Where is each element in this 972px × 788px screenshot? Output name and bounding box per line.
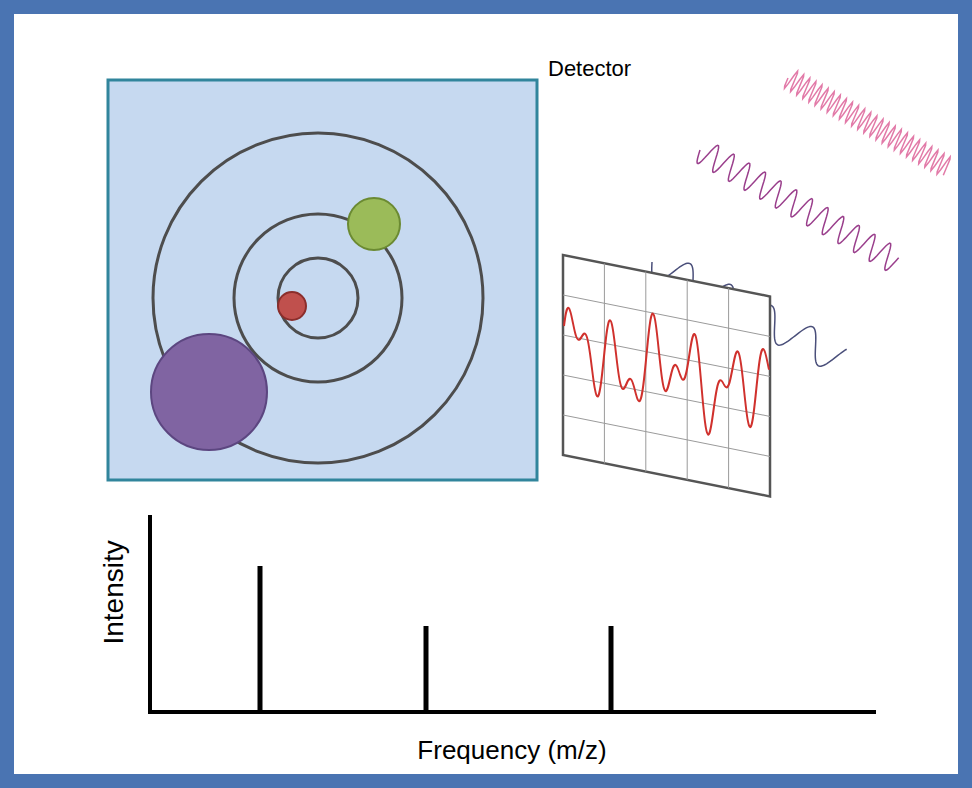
spectrum-axes <box>148 515 876 714</box>
axis-title: Frequency (m/z) <box>417 736 606 765</box>
small-ion <box>278 292 306 320</box>
ion-cell <box>108 80 537 480</box>
spectrum-peaks <box>260 566 611 712</box>
axis-title: Intensity <box>99 540 130 644</box>
medium-ion <box>348 198 400 250</box>
large-ion <box>151 334 267 450</box>
sine-wave <box>784 71 950 175</box>
sine-wave <box>697 145 899 270</box>
detector-label: Detector <box>548 57 631 81</box>
detector-screen <box>563 255 770 496</box>
